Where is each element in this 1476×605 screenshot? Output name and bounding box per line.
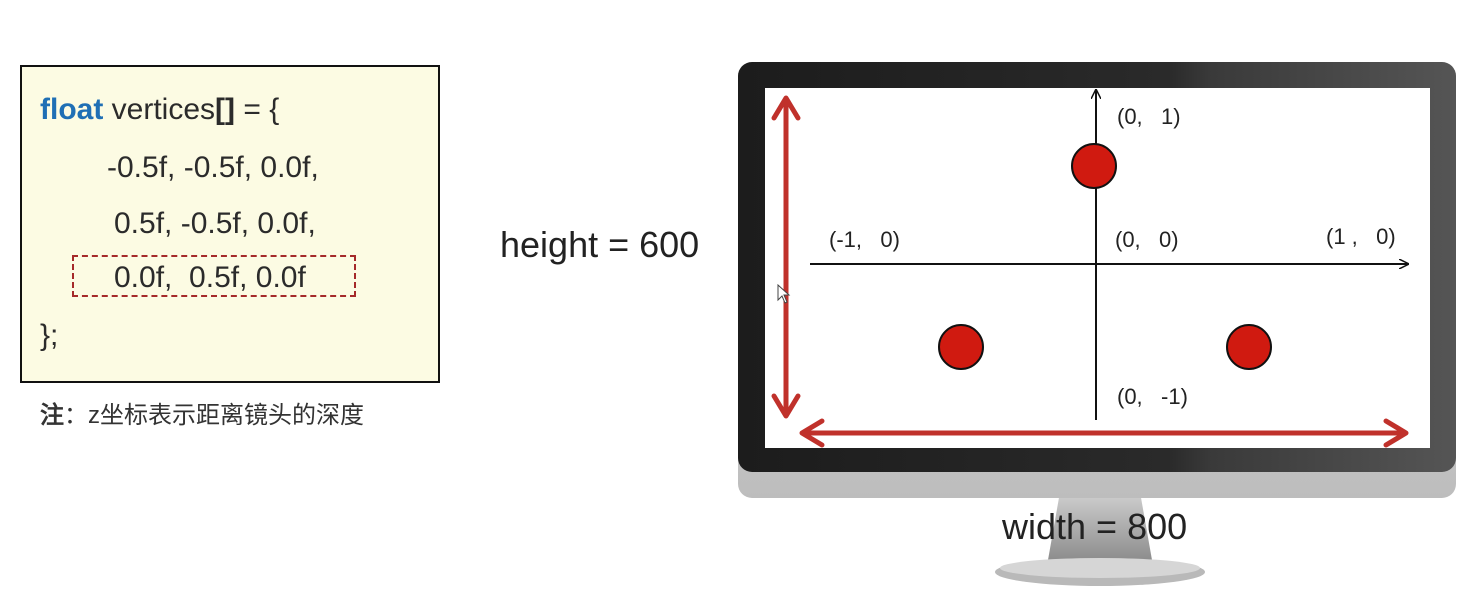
- code-close: };: [40, 319, 59, 352]
- code-row-2: 0.5f, -0.5f, 0.0f,: [114, 207, 316, 240]
- vertex-bottom-right: [1226, 324, 1272, 370]
- depth-note: 注：z坐标表示距离镜头的深度: [40, 395, 364, 430]
- note-text: ：z坐标表示距离镜头的深度: [64, 402, 364, 429]
- code-row-1: -0.5f, -0.5f, 0.0f,: [107, 151, 319, 184]
- width-label: width = 800: [1002, 506, 1188, 547]
- declaration-end: = {: [235, 93, 280, 126]
- code-panel: float vertices[] = { -0.5f, -0.5f, 0.0f,…: [20, 65, 440, 383]
- float-keyword: float: [40, 93, 104, 126]
- coord-left: (-1, 0): [829, 227, 900, 252]
- height-label: height = 600: [500, 224, 700, 265]
- vertex-top: [1071, 143, 1117, 189]
- note-prefix: 注: [40, 402, 64, 429]
- coord-origin: (0, 0): [1115, 227, 1179, 252]
- code-declaration: float vertices[] = {: [40, 93, 279, 127]
- vertices-identifier: vertices: [103, 93, 216, 126]
- highlight-box: [72, 255, 356, 297]
- monitor-stand: [995, 492, 1205, 586]
- vertex-bottom-left: [938, 324, 984, 370]
- coord-top: (0, 1): [1117, 104, 1181, 129]
- array-brackets: []: [215, 93, 236, 126]
- coord-right: (1 , 0): [1326, 224, 1396, 249]
- coord-bottom: (0, -1): [1117, 384, 1188, 409]
- mouse-cursor-icon: [777, 283, 791, 304]
- width-arrow: [799, 418, 1409, 448]
- screen: [765, 88, 1430, 448]
- code-row-3: 0.0f, 0.5f, 0.0f: [114, 261, 306, 294]
- height-arrow: [771, 95, 801, 419]
